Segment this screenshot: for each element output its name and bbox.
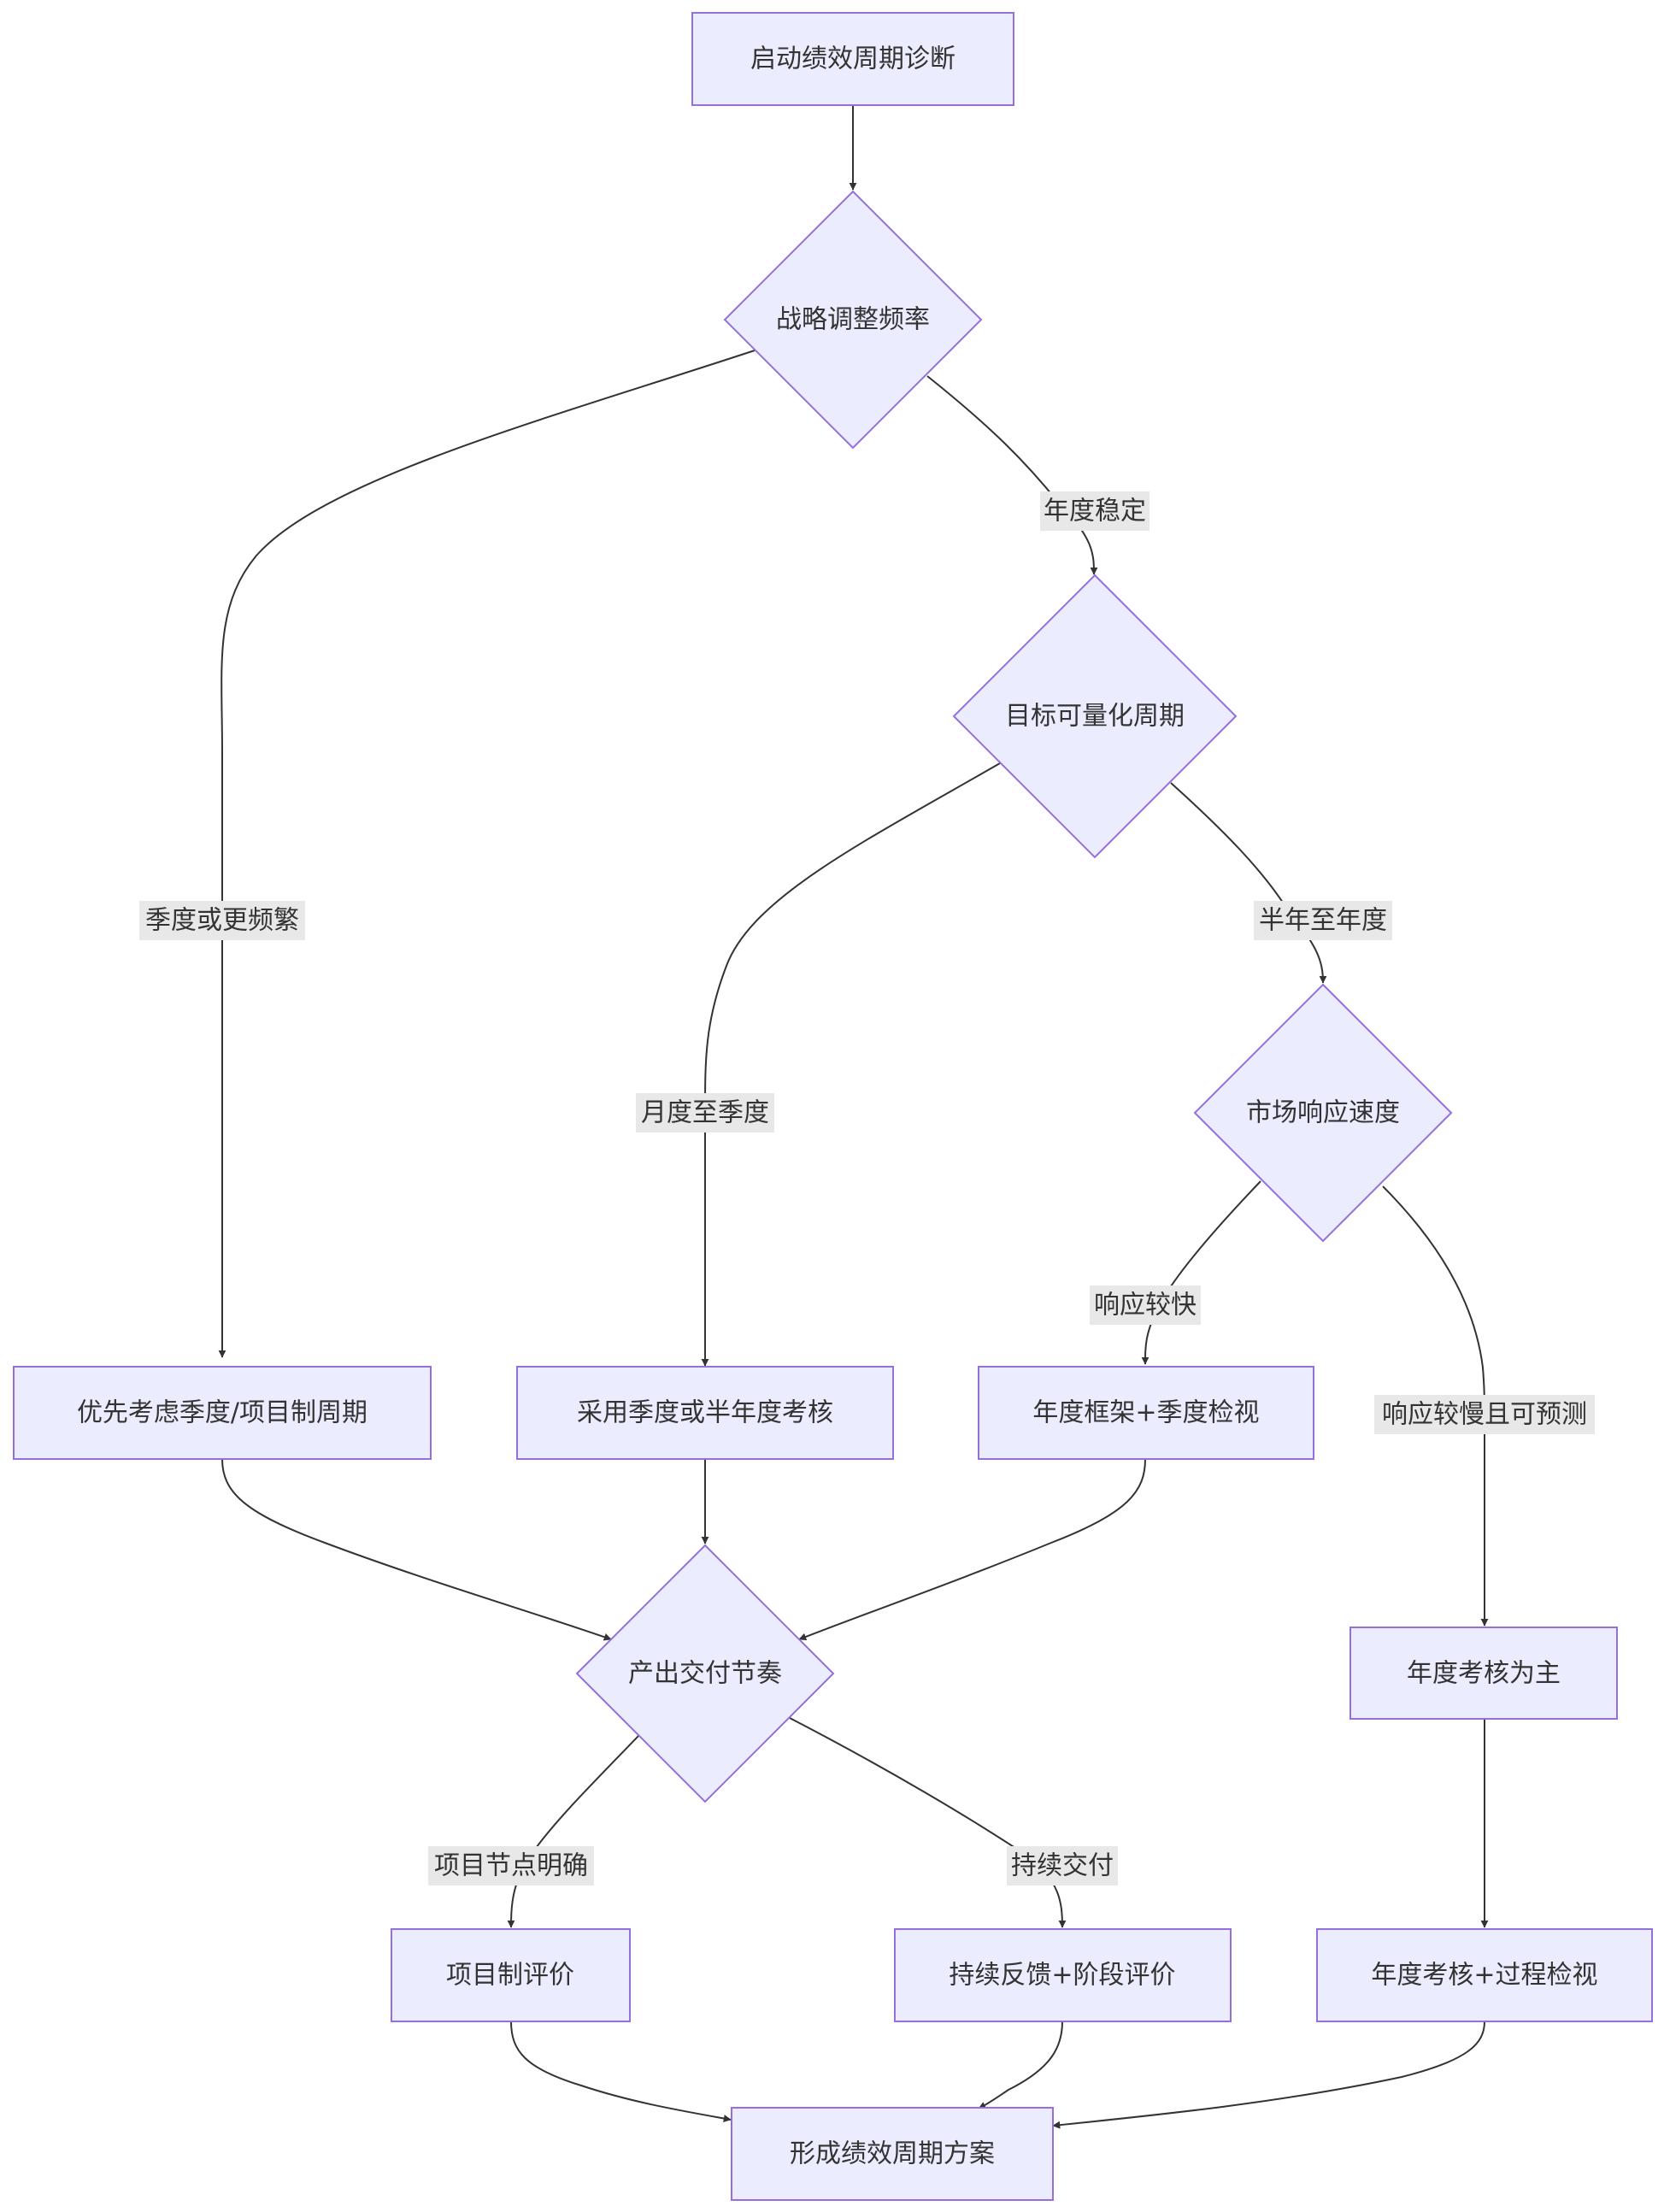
node-annual-quarter: 年度框架+季度检视 [978,1366,1314,1460]
node-label: 产出交付节奏 [628,1659,782,1689]
edge-label-fast-response: 响应较快 [1090,1285,1201,1325]
decision-rhythm: 产出交付节奏 [575,1544,835,1803]
node-label: 年度考核为主 [1407,1659,1561,1689]
edge-label-text: 月度至季度 [641,1098,769,1128]
edge-rhythm-continuous-eval [789,1717,1067,1928]
node-label: 年度框架+季度检视 [1032,1398,1259,1428]
node-start: 启动绩效周期诊断 [691,12,1014,106]
node-label: 采用季度或半年度考核 [577,1398,833,1428]
edge-label-text: 项目节点明确 [434,1851,588,1881]
edge-label-half-to-annual: 半年至年度 [1254,901,1392,940]
edge-target-market [1170,782,1327,984]
node-label: 年度考核+过程检视 [1371,1961,1597,1991]
edge-label-text: 年度稳定 [1044,497,1146,527]
edge-label-text: 持续交付 [1011,1851,1114,1881]
edge-continuous-eval-end [978,2021,1063,2109]
edge-strategy-target [926,375,1098,575]
node-quarter-half: 采用季度或半年度考核 [516,1366,894,1460]
decision-strategy: 战略调整频率 [723,190,983,450]
edge-annual-quarter-rhythm [798,1458,1146,1641]
node-label: 形成绩效周期方案 [790,2139,995,2169]
edge-label-text: 响应较慢且可预测 [1382,1400,1587,1430]
node-label: 持续反馈+阶段评价 [949,1961,1175,1991]
nodes: 启动绩效周期诊断 战略调整频率 目标可量化周期 市场响应速度 优先考虑季度/项目… [13,12,1653,2201]
edge-market-annual-quarter [1141,1180,1261,1365]
edge-label-monthly-to-quarterly: 月度至季度 [636,1093,774,1132]
edge-quarterly-project-rhythm [221,1458,612,1641]
node-label: 战略调整频率 [776,305,930,335]
node-annual-process: 年度考核+过程检视 [1316,1928,1653,2022]
node-label: 市场响应速度 [1246,1098,1400,1128]
node-quarterly-project: 优先考虑季度/项目制周期 [13,1366,432,1460]
node-end: 形成绩效周期方案 [731,2107,1054,2201]
node-label: 目标可量化周期 [1005,702,1185,732]
edge-labels: 年度稳定 季度或更频繁 半年至年度 月度至季度 响应较快 响应较慢且可预测 项目… [139,491,1595,1885]
decision-target: 目标可量化周期 [952,574,1238,859]
edge-label-quarterly-or-more: 季度或更频繁 [139,901,305,940]
node-annual-main: 年度考核为主 [1349,1627,1618,1720]
edge-rhythm-project-eval [507,1734,640,1928]
edge-label-text: 响应较快 [1094,1291,1197,1321]
edge-label-text: 半年至年度 [1259,906,1387,936]
edge-strategy-quarterly-project [218,350,756,1358]
edge-label-text: 季度或更频繁 [145,906,299,936]
edge-target-quarter-half [701,762,1001,1367]
edge-label-slow-predictable: 响应较慢且可预测 [1374,1395,1595,1434]
node-label: 优先考虑季度/项目制周期 [77,1398,367,1428]
edge-label-continuous-delivery: 持续交付 [1007,1846,1118,1885]
edge-annual-process-end [1052,2021,1485,2129]
edge-label-annual-stable: 年度稳定 [1040,491,1150,531]
decision-market: 市场响应速度 [1193,983,1453,1243]
node-label: 启动绩效周期诊断 [750,44,955,74]
edge-project-eval-end [510,2021,732,2122]
node-label: 项目制评价 [446,1961,574,1991]
node-continuous-eval: 持续反馈+阶段评价 [894,1928,1232,2022]
node-project-eval: 项目制评价 [391,1928,631,2022]
edge-label-project-milestones: 项目节点明确 [428,1846,594,1885]
